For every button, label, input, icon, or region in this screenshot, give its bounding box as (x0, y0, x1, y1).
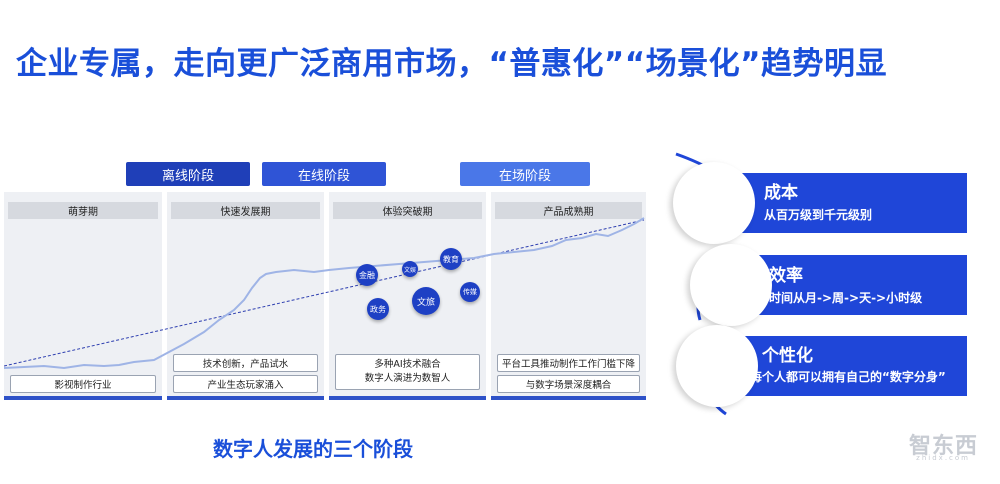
stage-online-label: 在线阶段 (262, 162, 386, 186)
stage-offline-label: 离线阶段 (126, 162, 250, 186)
period-box: 技术创新，产品试水 (173, 354, 318, 372)
growth-curve-graphic (4, 217, 645, 370)
trend-title-efficiency: 效率 (769, 266, 803, 286)
trend-desc-efficiency: 时间从月->周->天->小时级 (769, 291, 923, 305)
brand-logo: 智东西 (908, 434, 978, 459)
page-title: 企业专属，走向更广泛商用市场，“普惠化”“场景化”趋势明显 (16, 46, 887, 82)
trend-title-personalization: 个性化 (762, 346, 813, 366)
trend-title-cost: 成本 (764, 183, 798, 203)
bubble-government: 政务 (367, 298, 389, 320)
period-box: 产业生态玩家涌入 (173, 375, 318, 393)
period-header: 快速发展期 (171, 202, 320, 219)
period-column-4: 产品成熟期 平台工具推动制作工作门槛下降 与数字场景深度耦合 (491, 192, 646, 400)
period-baseline (329, 396, 486, 400)
development-diagram: 萌芽期 影视制作行业 快速发展期 技术创新，产品试水 产业生态玩家涌入 体验突破… (4, 192, 646, 400)
period-box: 多种AI技术融合 数字人演进为数智人 (335, 354, 480, 390)
bubble-culture-tourism: 文旅 (412, 287, 440, 315)
trend-circle-efficiency (690, 244, 772, 326)
trend-dashed-line (4, 219, 645, 367)
period-column-3: 体验突破期 多种AI技术融合 数字人演进为数智人 (329, 192, 486, 400)
period-baseline (167, 396, 324, 400)
trend-bar-efficiency (735, 255, 967, 315)
diagram-subtitle: 数字人发展的三个阶段 (213, 437, 413, 461)
trend-bar-cost (735, 173, 967, 233)
bubble-entertainment: 文娱 (402, 261, 418, 277)
trend-circle-cost (673, 162, 755, 244)
bubble-finance: 金融 (356, 264, 378, 286)
brand-logo-url: zhidx.com (916, 454, 970, 462)
stage-onsite-label: 在场阶段 (460, 162, 590, 186)
period-box: 平台工具推动制作工作门槛下降 (497, 354, 640, 372)
period-header: 萌芽期 (8, 202, 158, 219)
trend-bar-personalization (735, 336, 967, 396)
period-box: 影视制作行业 (10, 375, 156, 393)
period-baseline (491, 396, 646, 400)
trend-desc-cost: 从百万级到千元级别 (764, 208, 873, 222)
trend-circle-personalization (676, 325, 758, 407)
growth-curve-line (4, 217, 645, 370)
trend-desc-personalization: 每个人都可以拥有自己的“数字分身” (750, 370, 946, 384)
period-header: 体验突破期 (333, 202, 482, 219)
bubble-media: 传媒 (460, 282, 480, 302)
period-box: 与数字场景深度耦合 (497, 375, 640, 393)
period-baseline (4, 396, 162, 400)
period-header: 产品成熟期 (495, 202, 642, 219)
bubble-education: 教育 (440, 248, 462, 270)
